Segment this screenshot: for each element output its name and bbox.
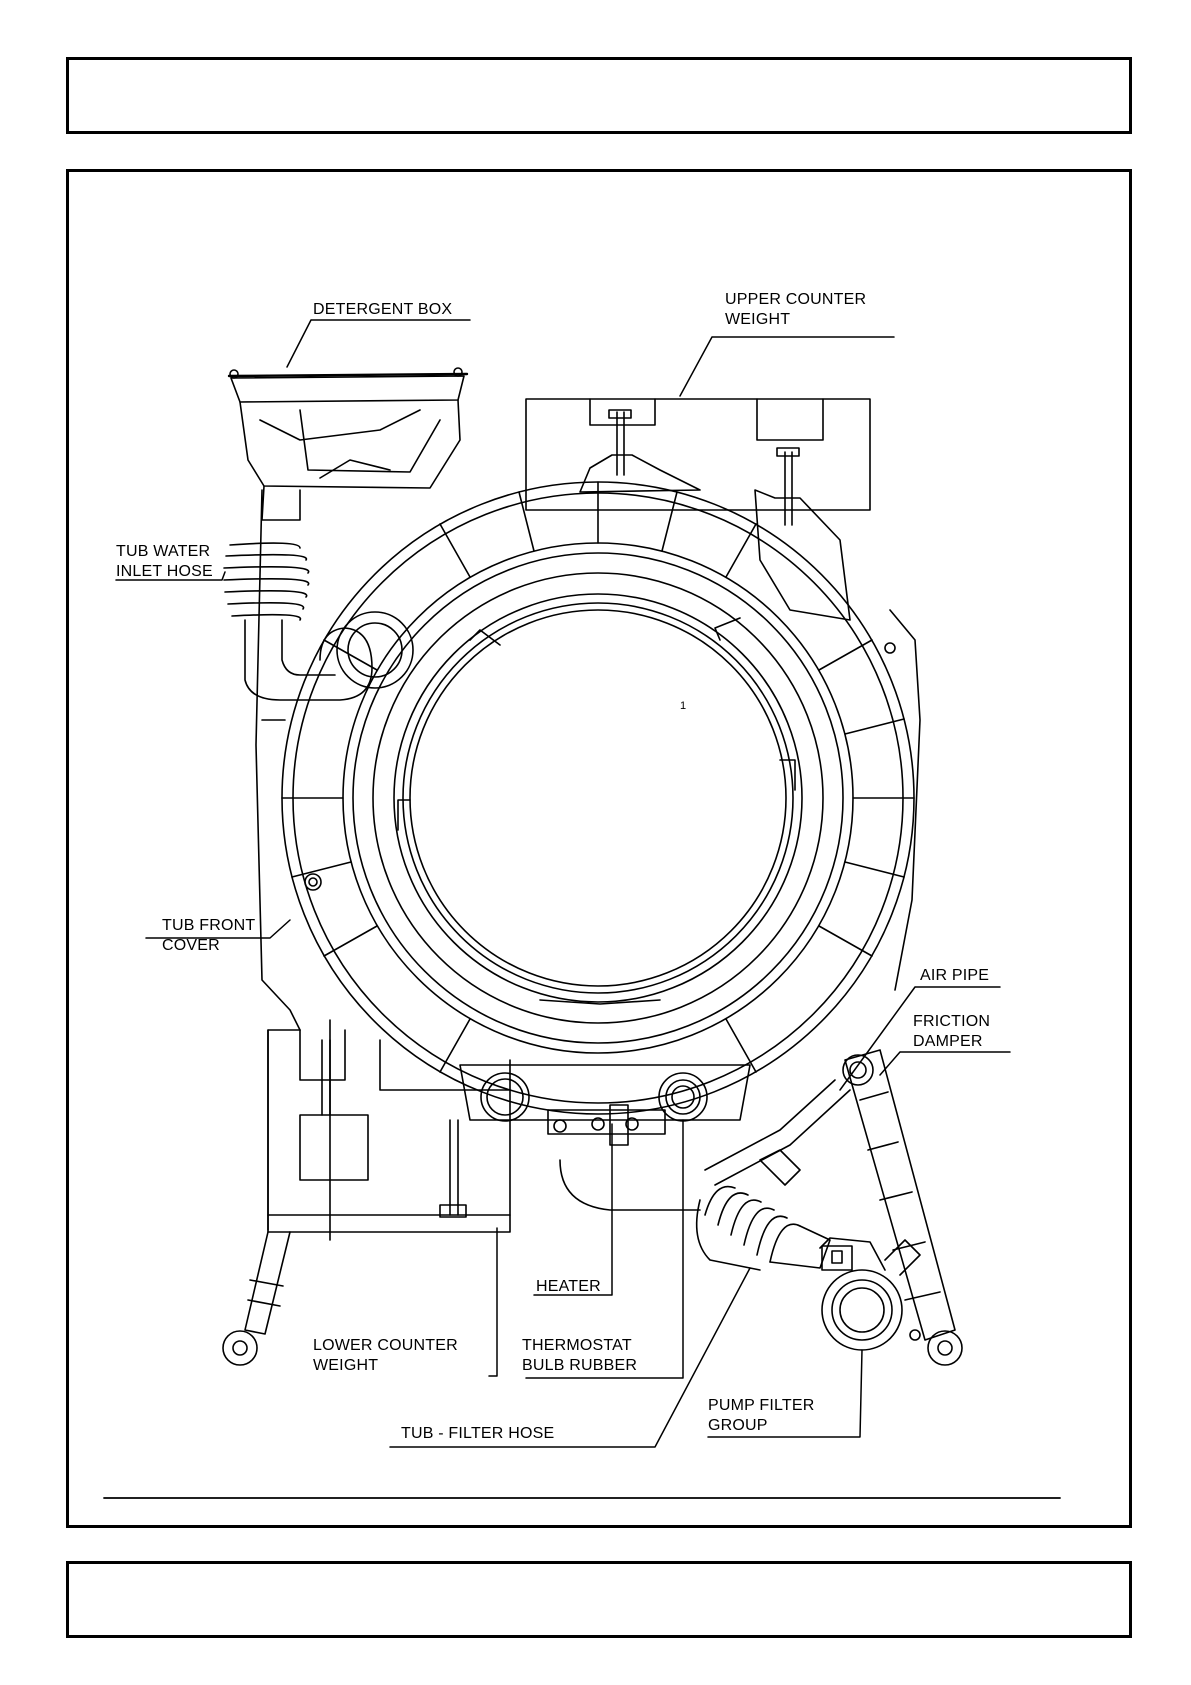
- page-mark: 1: [680, 696, 686, 716]
- leader-heater: [534, 1124, 612, 1295]
- tub-front-cover-shape: [282, 482, 914, 1114]
- label-thermostat-bulb-rubber: THERMOSTAT BULB RUBBER: [522, 1336, 637, 1376]
- label-tub-filter-hose: TUB - FILTER HOSE: [401, 1424, 554, 1444]
- label-upper-counter-weight: UPPER COUNTER WEIGHT: [725, 290, 866, 330]
- lower-counter-weight-shape: [268, 1030, 510, 1232]
- label-friction-damper: FRICTION DAMPER: [913, 1012, 990, 1052]
- label-lower-counter-weight: LOWER COUNTER WEIGHT: [313, 1336, 458, 1376]
- label-detergent-box: DETERGENT BOX: [313, 300, 452, 320]
- label-heater: HEATER: [536, 1277, 601, 1297]
- label-pump-filter-group: PUMP FILTER GROUP: [708, 1396, 815, 1436]
- label-tub-front-cover: TUB FRONT COVER: [162, 916, 255, 956]
- detergent-box-shape: [229, 368, 467, 520]
- left-friction-damper-shape: [223, 1232, 290, 1365]
- heater-shape: [460, 1065, 750, 1145]
- tub-filter-hose-shape: [560, 1150, 830, 1270]
- pump-filter-group-shape: [820, 1238, 920, 1350]
- friction-damper-shape: [845, 1050, 962, 1365]
- thermostat-bulb-rubber-shape: [659, 1073, 707, 1121]
- label-air-pipe: AIR PIPE: [920, 966, 989, 986]
- leader-upper-counter-weight: [680, 337, 894, 396]
- leader-detergent-box: [287, 320, 470, 367]
- leader-friction-damper: [880, 1052, 1010, 1075]
- label-tub-water-inlet-hose: TUB WATER INLET HOSE: [116, 542, 213, 582]
- leader-lower-counter-weight: [489, 1228, 497, 1376]
